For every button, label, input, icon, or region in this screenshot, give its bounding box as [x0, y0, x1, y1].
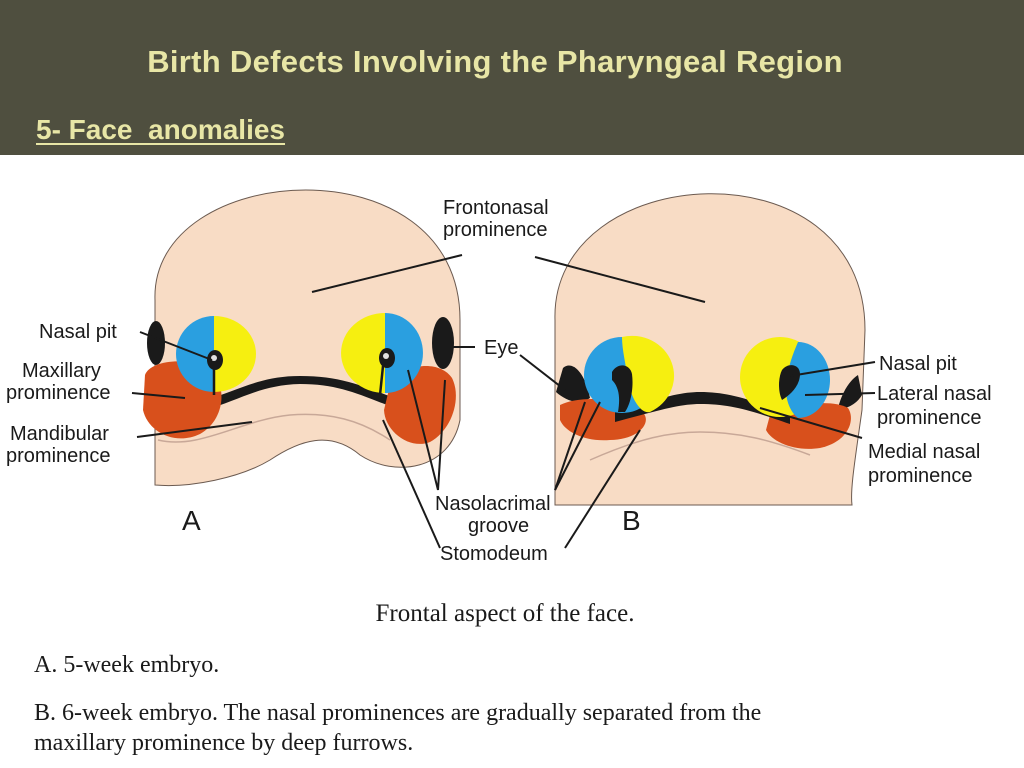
embryo-a — [143, 189, 461, 486]
leader-lines — [131, 254, 876, 549]
leader-maxillary-a — [131, 392, 186, 399]
leader-eye-b — [519, 354, 566, 391]
embryo-a-mandibular-edge — [157, 413, 391, 443]
embryo-a-nasal-pit-left-highlight — [211, 355, 217, 361]
label-lateral-nasal-line2: prominence — [877, 407, 982, 429]
label-lateral-nasal-line1: Lateral nasal — [877, 383, 992, 405]
leader-frontonasal-b — [534, 256, 706, 303]
embryo-a-lateral-nasal-right — [385, 313, 423, 393]
panel-label-a: A — [182, 505, 201, 536]
leader-nasolacrimal-a2 — [437, 379, 446, 491]
leader-stomodeum-b — [564, 429, 641, 549]
label-nasolacrimal-line1: Nasolacrimal — [435, 493, 551, 515]
leader-nasolacrimal-a1 — [407, 369, 439, 491]
label-frontonasal-line1: Frontonasal — [443, 197, 549, 219]
label-eye: Eye — [484, 337, 518, 359]
label-nasolacrimal-line2: groove — [468, 515, 529, 537]
label-mandibular-line1: Mandibular — [10, 423, 109, 445]
label-frontonasal-line2: prominence — [443, 219, 548, 241]
leader-frontonasal-a — [311, 254, 463, 293]
embryo-a-head — [154, 189, 461, 486]
leader-nasolacrimal-b2 — [554, 401, 586, 491]
caption-b-line2: maxillary prominence by deep furrows. — [34, 730, 414, 756]
figure-caption-title: Frontal aspect of the face. — [375, 600, 635, 627]
caption-a: A. 5-week embryo. — [34, 652, 220, 678]
embryo-a-eye-left — [147, 321, 165, 365]
slide-subtitle: 5- Face anomalies — [36, 114, 286, 145]
embryo-a-stomodeum — [205, 376, 400, 410]
embryo-b-medial-nasal-left — [622, 335, 675, 413]
label-medial-nasal-line2: prominence — [868, 465, 973, 487]
leader-mandibular-a — [136, 421, 253, 438]
leader-lateral-nasal-b — [804, 392, 876, 396]
embryo-a-medial-nasal-right — [341, 313, 385, 393]
label-medial-nasal-line1: Medial nasal — [868, 441, 980, 463]
leader-nasal-pit-a — [139, 331, 213, 361]
slide-title: Birth Defects Involving the Pharyngeal R… — [147, 44, 843, 79]
embryo-b-lateral-nasal-right — [786, 342, 830, 418]
label-mandibular-line2: prominence — [6, 445, 111, 467]
leader-nasolacrimal-b1 — [554, 401, 601, 491]
leader-medial-nasal-b — [759, 407, 863, 439]
label-stomodeum: Stomodeum — [440, 543, 548, 565]
label-nasal-pit-a: Nasal pit — [39, 321, 117, 343]
leader-stomodeum-a — [382, 419, 441, 549]
embryo-b-nasal-pit-left — [612, 365, 633, 412]
embryo-b — [554, 193, 866, 506]
embryo-a-medial-nasal-left — [214, 316, 256, 392]
embryo-a-eye-right — [432, 317, 454, 369]
embryo-b-eye-left — [556, 365, 590, 402]
title-bar: Birth Defects Involving the Pharyngeal R… — [0, 0, 1024, 155]
label-maxillary-line1: Maxillary — [22, 360, 101, 382]
embryo-b-nasal-pit-right — [779, 365, 800, 400]
embryo-a-nasal-pit-right-highlight — [383, 353, 389, 359]
embryo-a-pit-groove-right — [378, 365, 385, 396]
label-maxillary-line2: prominence — [6, 382, 111, 404]
leader-nasal-pit-b — [789, 361, 876, 377]
face-diagram: Frontonasal prominence Nasal pit Maxilla… — [6, 189, 992, 565]
panel-label-b: B — [622, 505, 641, 536]
caption-b-line1: B. 6-week embryo. The nasal prominences … — [34, 700, 762, 726]
label-nasal-pit-b: Nasal pit — [879, 353, 957, 375]
embryo-b-eye-right — [838, 375, 862, 409]
